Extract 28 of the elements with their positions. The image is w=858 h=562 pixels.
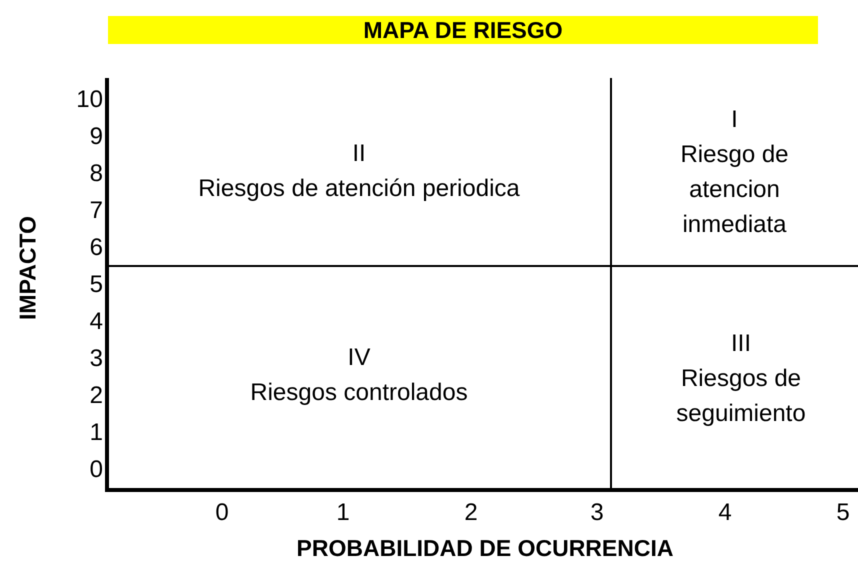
quadrant-label: Riesgos controlados xyxy=(250,378,468,408)
tick-label: 3 xyxy=(589,501,605,525)
tick-label: 6 xyxy=(88,236,103,260)
tick-label: 5 xyxy=(88,273,103,297)
quadrant-numeral: IV xyxy=(348,343,370,373)
axis-title: PROBABILIDAD DE OCURRENCIA xyxy=(296,535,674,562)
quadrant-numeral: III xyxy=(730,329,751,359)
tick-label: 5 xyxy=(835,501,851,525)
tick-label: 7 xyxy=(88,199,103,223)
tick-label: 9 xyxy=(88,125,103,149)
quadrant-numeral: II xyxy=(352,139,366,169)
quadrant-label: Riesgos de atención periodica xyxy=(198,174,520,204)
tick-label: 4 xyxy=(717,501,733,525)
axis-title: IMPACTO xyxy=(14,216,42,320)
tick-label: 2 xyxy=(463,501,479,525)
tick-label: 3 xyxy=(88,347,103,371)
tick-label: 8 xyxy=(88,162,103,186)
tick-label: 0 xyxy=(214,501,230,525)
quadrant-numeral: I xyxy=(731,105,738,135)
quadrant-label: Riesgos de seguimiento xyxy=(675,364,807,429)
quadrant-label: Riesgo de atencion inmediata xyxy=(679,140,790,240)
tick-label: 1 xyxy=(88,421,103,445)
tick-label: 2 xyxy=(88,384,103,408)
tick-label: 0 xyxy=(88,458,103,482)
tick-label: 10 xyxy=(75,88,103,112)
tick-label: 4 xyxy=(88,310,103,334)
title-bar: MAPA DE RIESGO xyxy=(108,16,818,44)
tick-label: 1 xyxy=(335,501,351,525)
